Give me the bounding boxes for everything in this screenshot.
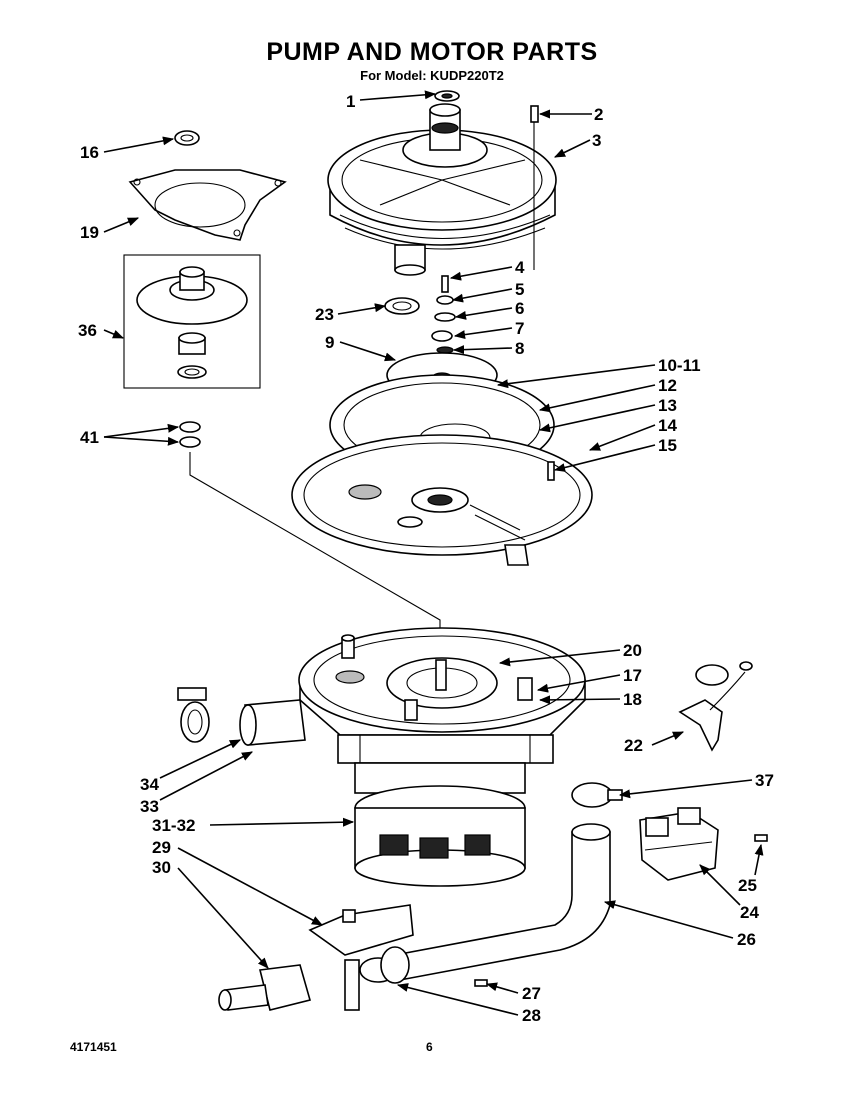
document-number: 4171451 — [70, 1040, 117, 1054]
page-title: PUMP AND MOTOR PARTS — [266, 38, 598, 66]
callout-41: 41 — [80, 428, 99, 447]
callout-26: 26 — [737, 930, 756, 949]
callout-15: 15 — [658, 436, 677, 455]
drain-hose-and-clamp — [394, 782, 623, 981]
callout-2: 2 — [594, 105, 603, 124]
callout-31-32: 31-32 — [152, 816, 195, 835]
callout-5: 5 — [515, 280, 524, 299]
motor-body — [354, 762, 526, 887]
callout-27: 27 — [522, 984, 541, 1003]
callout-30: 30 — [152, 858, 171, 877]
pump-housing — [298, 627, 586, 764]
callout-13: 13 — [658, 396, 677, 415]
small-hardware-stack — [384, 275, 456, 354]
module-part-24 — [639, 807, 768, 881]
callout-3: 3 — [592, 131, 601, 150]
callout-4: 4 — [515, 258, 525, 277]
callout-36: 36 — [78, 321, 97, 340]
callout-24: 24 — [740, 903, 759, 922]
callout-8: 8 — [515, 339, 524, 358]
inlet-hose-and-clamp — [177, 687, 306, 746]
callout-29: 29 — [152, 838, 171, 857]
seal-parts-left — [123, 130, 441, 660]
callout-37: 37 — [755, 771, 774, 790]
valve-assembly — [218, 904, 488, 1011]
callout-23: 23 — [315, 305, 334, 324]
callout-1: 1 — [346, 92, 355, 111]
callout-9: 9 — [325, 333, 334, 352]
page-number: 6 — [426, 1040, 433, 1054]
sensor-part-22 — [678, 661, 753, 752]
callout-18: 18 — [623, 690, 642, 709]
callout-labels: 1 2 3 4 5 6 7 8 9 10-11 12 13 14 15 16 1… — [78, 92, 774, 1025]
callout-16: 16 — [80, 143, 99, 162]
leader-lines — [103, 90, 764, 1016]
callout-22: 22 — [624, 736, 643, 755]
callout-34: 34 — [140, 775, 159, 794]
callout-12: 12 — [658, 376, 677, 395]
callout-20: 20 — [623, 641, 642, 660]
callout-6: 6 — [515, 299, 524, 318]
lower-plate — [291, 434, 593, 566]
callout-33: 33 — [140, 797, 159, 816]
model-subtitle: For Model: KUDP220T2 — [360, 68, 504, 83]
callout-19: 19 — [80, 223, 99, 242]
callout-28: 28 — [522, 1006, 541, 1025]
callout-17: 17 — [623, 666, 642, 685]
motor-housing — [327, 90, 557, 276]
callout-25: 25 — [738, 876, 757, 895]
callout-14: 14 — [658, 416, 677, 435]
callout-10-11: 10-11 — [658, 356, 701, 375]
callout-7: 7 — [515, 319, 524, 338]
